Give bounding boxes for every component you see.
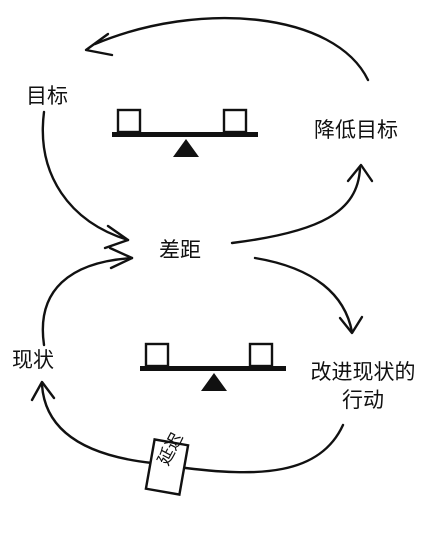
arrow-gap-to-action — [253, 256, 354, 334]
arrowhead-gap-bottom — [108, 246, 134, 270]
label-lower-goal: 降低目标 — [314, 118, 398, 142]
scale-top-left-weight — [116, 108, 142, 134]
scale-bottom-right-weight — [248, 342, 274, 368]
label-current-state: 现状 — [12, 348, 54, 372]
delay-marker — [144, 438, 190, 496]
scale-bottom-fulcrum — [201, 373, 227, 391]
arrow-gap-to-lower-goal — [230, 166, 362, 245]
arrowhead-gap-top — [103, 224, 130, 250]
balance-scale-top — [112, 108, 258, 157]
arrowhead-current-state — [30, 380, 56, 402]
delay-box — [144, 438, 190, 496]
scale-top-right-weight — [222, 108, 248, 134]
scale-bottom-beam — [140, 366, 286, 371]
arrowhead-action — [338, 315, 364, 335]
scale-top-beam — [112, 132, 258, 137]
arrowhead-lower-goal — [346, 163, 374, 183]
label-action-line1: 改进现状的 — [310, 360, 416, 384]
scale-top-fulcrum — [173, 139, 199, 157]
arrow-delay-to-current-state — [40, 383, 154, 465]
arrow-goal-to-gap — [41, 110, 130, 242]
label-action-line2: 行动 — [342, 388, 384, 412]
label-goal: 目标 — [26, 84, 68, 108]
arrowhead-goal — [84, 32, 114, 57]
arrow-action-to-current-state — [176, 423, 345, 474]
label-gap: 差距 — [159, 238, 201, 262]
balance-scale-bottom — [140, 342, 286, 391]
arrow-lower-goal-to-goal — [93, 16, 370, 82]
arrow-current-state-to-gap — [41, 256, 134, 347]
scale-bottom-left-weight — [144, 342, 170, 368]
